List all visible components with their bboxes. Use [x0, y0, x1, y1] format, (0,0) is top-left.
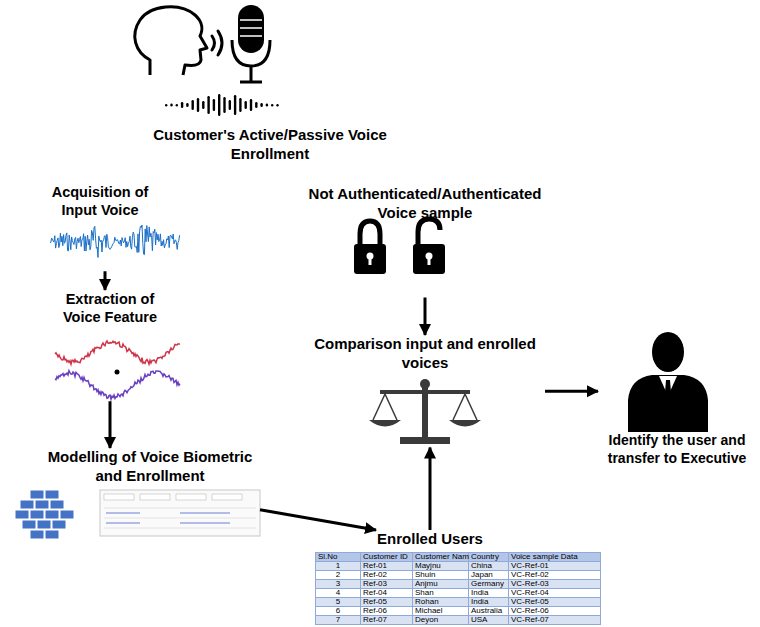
table-cell: VC-Ref-02	[509, 571, 601, 580]
table-cell: Ref-07	[361, 616, 413, 625]
table-cell: 1	[316, 562, 361, 571]
table-cell: China	[469, 562, 509, 571]
flow-arrow	[424, 298, 427, 336]
table-cell: Shuin	[413, 571, 469, 580]
process-step: Extraction of Voice Feature	[45, 290, 175, 401]
table-cell: VC-Ref-07	[509, 616, 601, 625]
table-cell: Rohan	[413, 598, 469, 607]
node-label: Modelling of Voice Biometric and Enrollm…	[40, 448, 260, 486]
head-icon	[135, 7, 207, 75]
table-cell: Michael	[413, 607, 469, 616]
table-cell: 6	[316, 607, 361, 616]
table-cell: Ref-03	[361, 580, 413, 589]
flow-arrow	[545, 390, 598, 393]
table-cell: VC-Ref-04	[509, 589, 601, 598]
table-cell: VC-Ref-03	[509, 580, 601, 589]
table-cell: Anjmu	[413, 580, 469, 589]
table-cell: 2	[316, 571, 361, 580]
node-label: Customer's Active/Passive Voice Enrollme…	[150, 126, 390, 164]
table-cell: Germany	[469, 580, 509, 589]
node-label: Extraction of Voice Feature	[45, 290, 175, 326]
table-cell: 7	[316, 616, 361, 625]
biometric-model-icon	[15, 490, 74, 539]
table-cell: India	[469, 598, 509, 607]
table-cell: Shan	[413, 589, 469, 598]
microphone-icon	[232, 5, 270, 82]
feature-curve	[55, 371, 180, 399]
enrolled-users-table: Sl.NoCustomer IDCustomer NameCountryVoic…	[315, 552, 601, 625]
sound-waves	[212, 31, 222, 55]
table-cell: Deyon	[413, 616, 469, 625]
flow-arrow	[109, 401, 112, 448]
balance-scale-icon	[369, 379, 481, 444]
table-header: Customer ID	[361, 553, 413, 562]
database-label: Enrolled Users	[360, 530, 500, 549]
table-cell: Ref-04	[361, 589, 413, 598]
table-cell: India	[469, 589, 509, 598]
audio-bars	[165, 94, 279, 116]
table-cell: USA	[469, 616, 509, 625]
flow-arrow	[260, 510, 376, 530]
table-cell: 3	[316, 580, 361, 589]
executive-icon	[628, 332, 708, 432]
closed-lock-icon	[354, 221, 386, 274]
enrollment-screenshot	[100, 490, 260, 536]
node-label: Comparison input and enrolled voices	[305, 335, 545, 373]
table-cell: VC-Ref-05	[509, 598, 601, 607]
process-step: Modelling of Voice Biometric and Enrollm…	[40, 448, 260, 534]
table-cell: Japan	[469, 571, 509, 580]
table-header: Customer Name	[413, 553, 469, 562]
process-step: Acquisition of Input Voice	[35, 183, 165, 271]
table-header: Sl.No	[316, 553, 361, 562]
node-label: Not Authenticated/Authenticated Voice sa…	[305, 185, 545, 223]
feature-curve	[55, 341, 180, 364]
feature-dot	[115, 370, 120, 375]
enrollment-heading: Customer's Active/Passive Voice Enrollme…	[150, 0, 390, 168]
node-label: Acquisition of Input Voice	[35, 183, 165, 219]
table-cell: 4	[316, 589, 361, 598]
table-cell: Ref-06	[361, 607, 413, 616]
table-cell: Ref-02	[361, 571, 413, 580]
flow-arrow	[104, 271, 107, 290]
input-sample: Not Authenticated/Authenticated Voice sa…	[305, 185, 545, 298]
node-label: Enrolled Users	[360, 530, 500, 549]
table-cell: Mayjnu	[413, 562, 469, 571]
table-cell: 5	[316, 598, 361, 607]
table-cell: Australia	[469, 607, 509, 616]
table-cell: Ref-05	[361, 598, 413, 607]
open-lock-icon	[413, 219, 445, 274]
table-header: Country	[469, 553, 509, 562]
table-cell: VC-Ref-01	[509, 562, 601, 571]
table-header: Voice sample Data	[509, 553, 601, 562]
node-label: Identify the user and transfer to Execut…	[598, 432, 756, 467]
table-cell: Ref-01	[361, 562, 413, 571]
result-step: Identify the user and transfer to Execut…	[598, 328, 756, 467]
flow-arrow	[429, 448, 432, 531]
comparison-step: Comparison input and enrolled voices	[305, 335, 545, 448]
voice-waveform	[50, 225, 180, 258]
table-cell: VC-Ref-06	[509, 607, 601, 616]
